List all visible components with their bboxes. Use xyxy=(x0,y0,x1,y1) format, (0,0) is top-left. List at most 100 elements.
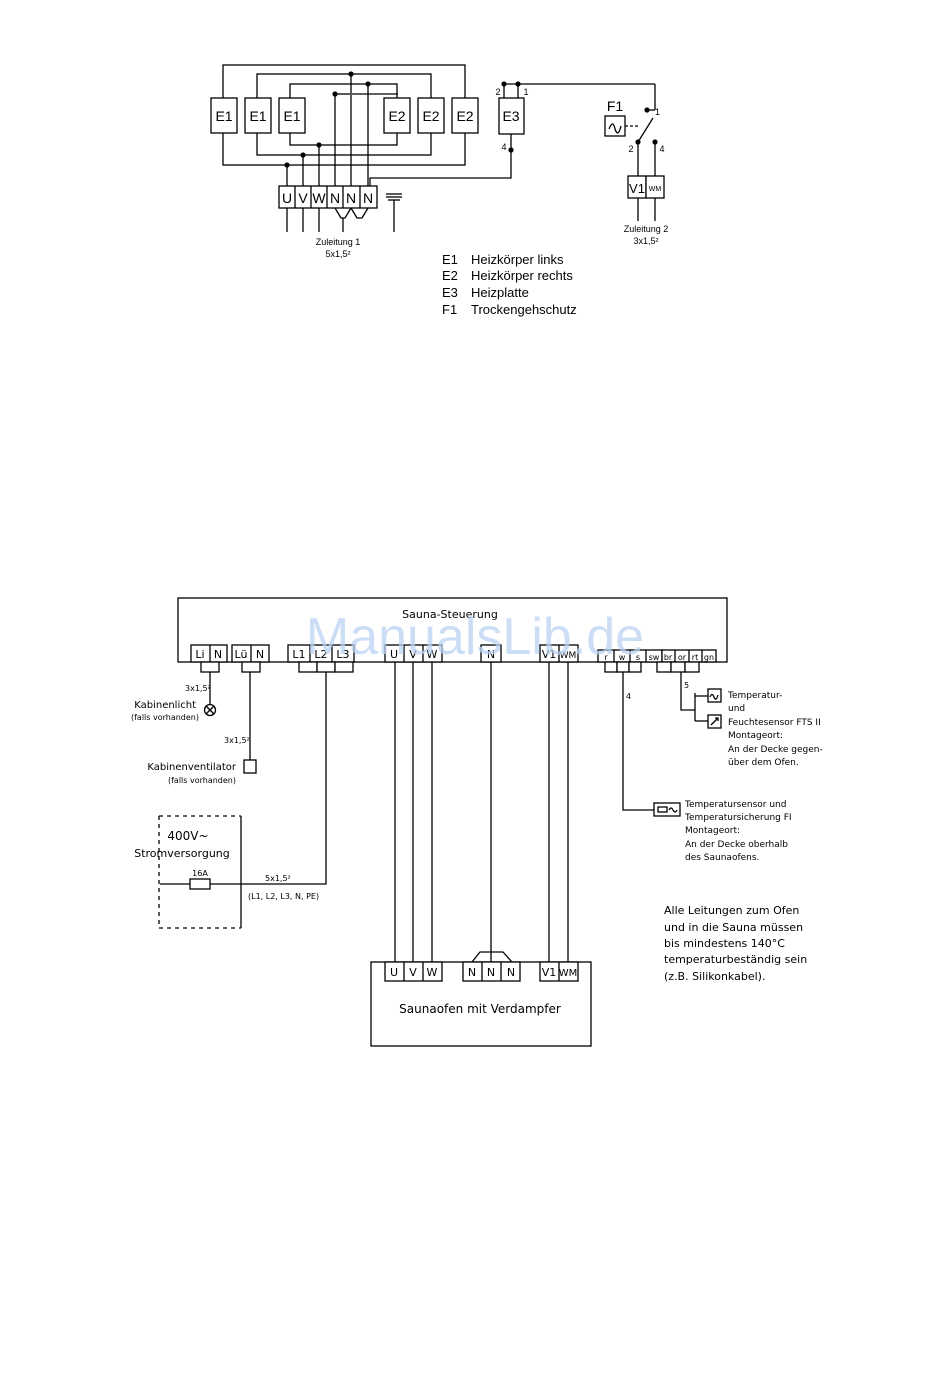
fts-line: An der Decke gegen- xyxy=(728,745,823,755)
terminal-label: U xyxy=(282,190,292,206)
heater-wiring-diagram: E1 E1 E1 E2 E2 E2 U xyxy=(210,64,669,317)
legend-text: Heizkörper rechts xyxy=(471,268,573,283)
legend-code: E3 xyxy=(442,285,458,300)
terminal-label: V1 xyxy=(629,181,645,196)
oven-terminal-label: V xyxy=(409,966,417,979)
legend-code: E1 xyxy=(442,252,458,267)
terminal-label: w xyxy=(619,653,626,662)
earth-symbol xyxy=(386,193,402,232)
element-label: E2 xyxy=(422,108,439,124)
fts-line: Montageort: xyxy=(728,731,783,741)
terminal-label: rt xyxy=(692,653,698,662)
terminal-label: sw xyxy=(649,653,660,662)
light-cable-spec: 3x1,5² xyxy=(185,684,211,693)
supply-cable-spec: 5x1,5² xyxy=(265,874,291,883)
note-line: bis mindestens 140°C xyxy=(664,937,785,950)
fts-cable-count: 5 xyxy=(684,681,689,690)
oven-terminal-label: N xyxy=(487,966,495,979)
supply-name: Stromversorgung xyxy=(134,847,230,860)
heater-element-e1-outer: E1 xyxy=(210,97,238,134)
heater-element-e1-inner: E1 xyxy=(278,97,306,134)
light-name: Kabinenlicht xyxy=(134,700,196,711)
fts-line: über dem Ofen. xyxy=(728,758,799,768)
heater-element-e2-outer: E2 xyxy=(451,97,479,134)
terminal-group-light: Li N xyxy=(190,644,228,663)
terminal-label: N xyxy=(363,190,373,206)
element-label: E3 xyxy=(502,108,519,124)
pin-label: 4 xyxy=(659,144,664,154)
oven-terminal-label: U xyxy=(390,966,398,979)
terminal-label: L1 xyxy=(292,648,305,661)
legend-code: F1 xyxy=(442,302,457,317)
terminal-label: br xyxy=(664,653,673,662)
supply-voltage: 400V~ xyxy=(167,829,208,843)
terminal-group-fan: Lü N xyxy=(231,644,270,663)
oven-wires xyxy=(394,662,569,963)
supply-1-name: Zuleitung 1 xyxy=(316,237,361,247)
pin-label: 2 xyxy=(628,144,633,154)
supply-wires: (L1, L2, L3, N, PE) xyxy=(248,892,319,901)
sauna-oven: U V W N N N V1 WM Saunaofen mit Verdampf… xyxy=(370,961,592,1047)
fts-line: Temperatur- xyxy=(727,691,782,701)
terminal-label: V1 xyxy=(542,648,557,661)
element-label: E1 xyxy=(249,108,266,124)
fts-line: und xyxy=(728,704,745,714)
terminal-label: N xyxy=(214,648,222,661)
sensor-fi-line: Temperatursicherung FI xyxy=(684,813,792,823)
terminal-label: N xyxy=(256,648,264,661)
terminal-group-power: L1 L2 L3 xyxy=(287,644,355,663)
element-label: E1 xyxy=(283,108,300,124)
temperature-sensor-icon xyxy=(707,688,722,703)
sensor-fts: 5 Temperatur- und Feuchtesensor FTS II M… xyxy=(680,672,823,768)
element-label: F1 xyxy=(607,98,624,114)
terminal-label: Li xyxy=(195,648,204,661)
supply-2-name: Zuleitung 2 xyxy=(624,224,669,234)
heating-plate-e3: E3 2 1 4 xyxy=(495,81,655,153)
fan-cable-spec: 3x1,5² xyxy=(224,736,250,745)
legend-text: Heizkörper links xyxy=(471,252,564,267)
terminal-label: s xyxy=(636,653,640,662)
element-label: E1 xyxy=(215,108,232,124)
legend-code: E2 xyxy=(442,268,458,283)
control-wiring-diagram: Sauna-Steuerung Li N Lü N L1 L2 L3 xyxy=(131,597,823,1047)
element-label: E2 xyxy=(456,108,473,124)
note-line: temperaturbeständig sein xyxy=(664,953,807,966)
terminal-label: N xyxy=(346,190,356,206)
terminal-group-fts: br or rt gn xyxy=(661,649,717,663)
terminal-label: gn xyxy=(704,653,714,662)
fan-icon xyxy=(243,759,257,774)
heater-element-e2-middle: E2 xyxy=(417,97,445,134)
sensor-cable-count: 4 xyxy=(626,692,631,701)
element-label: E2 xyxy=(388,108,405,124)
oven-terminal-label: V1 xyxy=(542,966,557,979)
thermostat-icon xyxy=(604,115,626,137)
terminal-label: Lü xyxy=(235,648,248,661)
power-supply: 16A 400V~ Stromversorgung 5x1,5² (L1, L2… xyxy=(134,672,327,929)
legend-text: Heizplatte xyxy=(471,285,529,300)
terminal-label: V xyxy=(409,648,417,661)
pin-label: 1 xyxy=(523,87,528,97)
terminal-group-v1-wm: V1 WM xyxy=(539,644,579,663)
sensor-fi-line: Montageort: xyxy=(685,826,740,836)
terminal-label: V xyxy=(298,190,308,206)
terminal-label: WM xyxy=(649,186,662,193)
oven-title: Saunaofen mit Verdampfer xyxy=(399,1002,561,1016)
note-line: und in die Sauna müssen xyxy=(664,921,803,934)
heater-legend: E1 Heizkörper links E2 Heizkörper rechts… xyxy=(442,252,577,317)
cabin-light: 3x1,5² Kabinenlicht (falls vorhanden) xyxy=(131,672,217,722)
control-unit-title: Sauna-Steuerung xyxy=(402,608,498,621)
terminal-label: WM xyxy=(560,651,577,661)
watermark: ManualsLib.de xyxy=(306,608,644,666)
dry-protection-f1: F1 1 2 4 V1 WM Zuleitung 2 3x1,5² xyxy=(604,84,669,246)
pin-label: 1 xyxy=(655,107,660,117)
pin-label: 4 xyxy=(501,142,506,152)
sensor-fi-line: Temperatursensor und xyxy=(684,800,786,810)
sensor-fi-line: des Saunaofens. xyxy=(685,853,759,863)
fan-note: (falls vorhanden) xyxy=(168,776,236,785)
terminal-label: r xyxy=(604,653,608,662)
oven-terminal-label: W xyxy=(427,966,438,979)
terminal-label: U xyxy=(390,648,398,661)
fts-line: Feuchtesensor FTS II xyxy=(728,718,821,728)
